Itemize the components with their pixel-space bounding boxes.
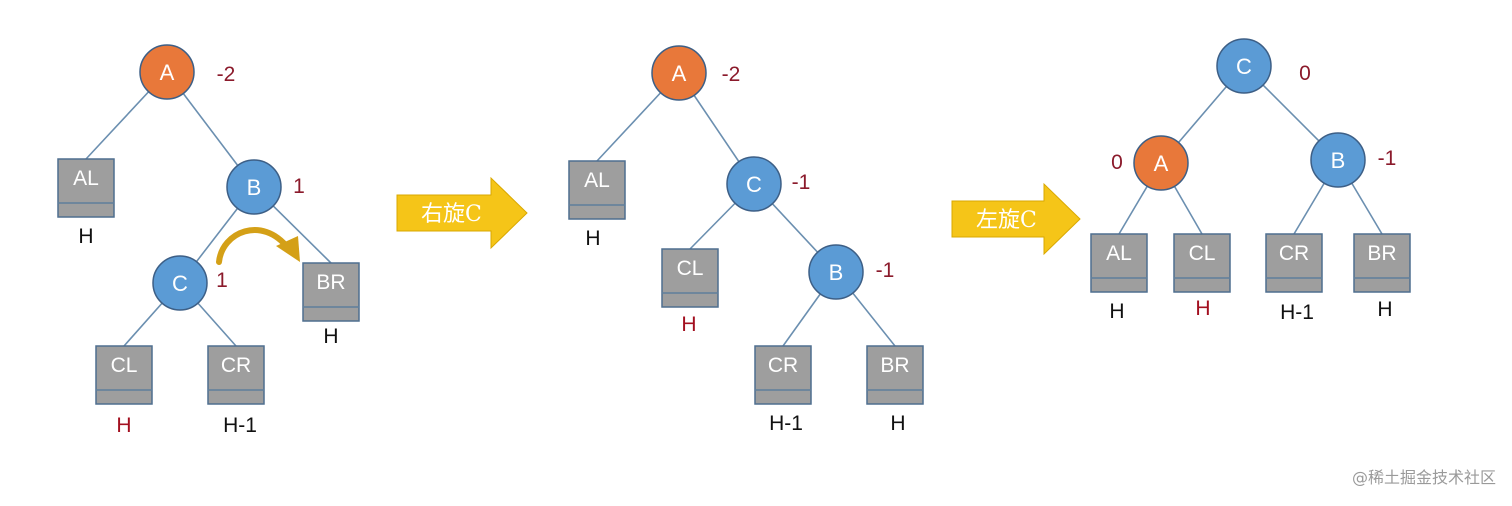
- tree-3-node-c-label: C: [1236, 54, 1252, 79]
- tree-1-subtree-cl-box: [95, 345, 153, 405]
- tree-2-subtree-cr: [754, 345, 812, 405]
- tree-1-node-b-label: B: [247, 175, 262, 200]
- tree-2-subtree-cl: [661, 248, 719, 308]
- tree-1-subtree-cl-label: CL: [111, 354, 138, 377]
- tree-3-subtree-al-height: H: [1109, 300, 1124, 323]
- shapes-layer: [57, 38, 1411, 405]
- tree-2-subtree-al-box: [568, 160, 626, 220]
- tree-3-node-a: [1133, 135, 1189, 191]
- tree-2-subtree-al: [568, 160, 626, 220]
- tree-1-node-a-label: A: [160, 60, 175, 85]
- tree-3-subtree-al: [1090, 233, 1148, 293]
- tree-2-node-b: [808, 244, 864, 300]
- rotation-arrow-1: [396, 176, 528, 250]
- tree-1-subtree-al-box: [57, 158, 115, 218]
- tree-1-subtree-cr-height: H-1: [223, 414, 257, 437]
- tree-3-subtree-cl-height: H: [1195, 297, 1210, 320]
- rotation-arrow-2-label: 左旋C: [976, 208, 1037, 233]
- tree-3-node-b-label: B: [1331, 148, 1346, 173]
- tree-1-subtree-al-label: AL: [73, 167, 99, 190]
- tree-2-subtree-br-label: BR: [880, 354, 909, 377]
- tree-1-node-a: [139, 44, 195, 100]
- watermark: @稀土掘金技术社区: [1351, 468, 1496, 487]
- tree-3-subtree-cl: [1173, 233, 1231, 293]
- tree-3-subtree-cl-box: [1173, 233, 1231, 293]
- rotation-arc-arrow: [216, 227, 300, 265]
- rotation-arrow-1-label: 右旋C: [421, 202, 482, 227]
- tree-1-node-b: [226, 159, 282, 215]
- arrows-layer: [396, 176, 1081, 256]
- tree-2-subtree-cr-height: H-1: [769, 412, 803, 435]
- edges-layer: [85, 65, 1383, 347]
- tree-1-node-c-label: C: [172, 271, 188, 296]
- tree-2-subtree-br-height: H: [890, 412, 905, 435]
- tree-3-node-a-label: A: [1154, 151, 1169, 176]
- tree-1-subtree-cr-box: [207, 345, 265, 405]
- tree-3-node-b-balance: -1: [1378, 147, 1397, 170]
- tree-1-subtree-cl: [95, 345, 153, 405]
- tree-3-subtree-br-box: [1353, 233, 1411, 293]
- tree-2-subtree-br-box: [866, 345, 924, 405]
- tree-1-subtree-br: [302, 262, 360, 322]
- tree-1-subtree-cl-height: H: [116, 414, 131, 437]
- tree-3-subtree-al-label: AL: [1106, 242, 1132, 265]
- tree-1-subtree-br-label: BR: [316, 271, 345, 294]
- tree-3-subtree-cr: [1265, 233, 1323, 293]
- tree-1-node-a-balance: -2: [217, 63, 236, 86]
- tree-1-node-c-balance: 1: [216, 269, 228, 292]
- tree-3-node-c-balance: 0: [1299, 62, 1311, 85]
- tree-1-subtree-cr-label: CR: [221, 354, 251, 377]
- tree-2-subtree-al-height: H: [585, 227, 600, 250]
- tree-1-subtree-br-box: [302, 262, 360, 322]
- tree-2-node-c-balance: -1: [792, 171, 811, 194]
- tree-3-subtree-br-label: BR: [1367, 242, 1396, 265]
- tree-3-node-b: [1310, 132, 1366, 188]
- tree-3-subtree-br: [1353, 233, 1411, 293]
- tree-1-subtree-al-height: H: [78, 225, 93, 248]
- tree-2-subtree-cl-label: CL: [677, 257, 704, 280]
- tree-3-subtree-br-height: H: [1377, 298, 1392, 321]
- tree-2-subtree-cl-box: [661, 248, 719, 308]
- tree-3-subtree-cr-height: H-1: [1280, 301, 1314, 324]
- tree-3-subtree-cl-label: CL: [1189, 242, 1216, 265]
- tree-3-subtree-al-box: [1090, 233, 1148, 293]
- tree-2-subtree-br: [866, 345, 924, 405]
- tree-1-subtree-cr: [207, 345, 265, 405]
- tree-2-node-c-label: C: [746, 172, 762, 197]
- tree-3-node-a-balance: 0: [1111, 151, 1123, 174]
- tree-2-node-a-balance: -2: [722, 63, 741, 86]
- rotation-arrow-2: [951, 182, 1081, 256]
- tree-1-node-c: [152, 255, 208, 311]
- tree-1-node-b-balance: 1: [293, 175, 305, 198]
- tree-3-subtree-cr-box: [1265, 233, 1323, 293]
- tree-1-subtree-br-height: H: [323, 325, 338, 348]
- tree-2-node-a-label: A: [672, 61, 687, 86]
- tree-2-node-a: [651, 45, 707, 101]
- tree-3-node-c: [1216, 38, 1272, 94]
- tree-2-subtree-cr-box: [754, 345, 812, 405]
- tree-2-subtree-cl-height: H: [681, 313, 696, 336]
- tree-2-node-b-balance: -1: [876, 259, 895, 282]
- tree-2-node-b-label: B: [829, 260, 844, 285]
- tree-2-subtree-al-label: AL: [584, 169, 610, 192]
- tree-1-subtree-al: [57, 158, 115, 218]
- tree-2-subtree-cr-label: CR: [768, 354, 798, 377]
- tree-2-node-c: [726, 156, 782, 212]
- tree-3-subtree-cr-label: CR: [1279, 242, 1309, 265]
